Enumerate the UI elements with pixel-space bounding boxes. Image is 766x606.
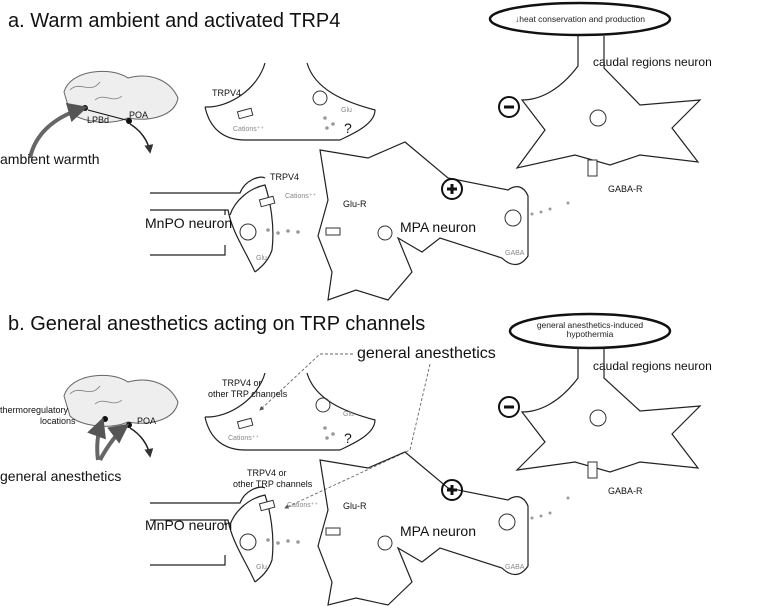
panel-b-plus-sign [441, 479, 463, 501]
panel-b-glu-r: Glu-R [343, 501, 367, 511]
panel-a-cations-top: Cations⁺⁺ [233, 126, 264, 133]
panel-b-question: ? [344, 430, 352, 446]
panel-b-trp-top-2: other TRP channels [208, 389, 288, 399]
panel-b-output-line1: general anesthetics-induced [537, 320, 644, 330]
panel-b-mpa: Glu-R MPA neuron GABA [317, 451, 570, 606]
panel-b-glu-mnpo: Glu [256, 564, 267, 571]
panel-a-top-terminal: TRPV4 Cations⁺⁺ Glu ? [204, 62, 376, 141]
panel-a-plus-sign [441, 178, 463, 200]
panel-b-brain: thermoregulatory locations POA [0, 374, 179, 428]
panel-a-mpa-label: MPA neuron [400, 219, 476, 235]
panel-b-output-line2: hypothermia [567, 329, 614, 339]
panel-b-mpa-label: MPA neuron [400, 523, 476, 539]
panel-a: a. Warm ambient and activated TRP4 ↓heat… [0, 1, 712, 301]
panel-a-question: ? [344, 120, 352, 136]
panel-b-title: b. General anesthetics acting on TRP cha… [8, 313, 425, 335]
panel-a-caudal-label: caudal regions neuron [593, 55, 712, 69]
panel-b-general-anesthetics-label: general anesthetics [357, 345, 496, 362]
panel-a-warmth-arrow [28, 102, 88, 159]
panel-b-glu-top: Glu [343, 411, 354, 418]
panel-b-minus-sign [498, 396, 520, 418]
panel-a-glu-mnpo: Glu [256, 255, 267, 262]
panel-b-cations-mnpo: Cations⁺⁺ [287, 502, 318, 509]
panel-b-caudal: GABA-R [498, 348, 702, 496]
panel-a-minus-sign [498, 96, 520, 118]
panel-a-mnpo-label: MnPO neuron [145, 215, 232, 231]
panel-b-mnpo: TRPV4 or other TRP channels Cations⁺⁺ Gl… [145, 468, 318, 583]
panel-b-output-box [508, 312, 672, 350]
panel-b-cations-top: Cations⁺⁺ [228, 435, 259, 442]
panel-a-trpv4-mnpo: TRPV4 [270, 172, 299, 182]
panel-b-trp-mnpo-2: other TRP channels [233, 479, 313, 489]
panel-a-poa-arrow [129, 123, 154, 154]
panel-a-gaba-r: GABA-R [608, 184, 643, 194]
panel-a-brain-poa: POA [129, 110, 148, 120]
panel-a-brain-lpbd: LPBd [87, 115, 109, 125]
panel-b-brain-poa: POA [137, 416, 156, 426]
panel-b: b. General anesthetics acting on TRP cha… [0, 312, 712, 606]
panel-b-top-terminal: TRPV4 or other TRP channels Cations⁺⁺ Gl… [204, 372, 376, 451]
panel-a-caudal: GABA-R [498, 36, 702, 194]
panel-a-mpa: Glu-R MPA neuron GABA [317, 141, 570, 301]
panel-a-gaba: GABA [505, 250, 525, 257]
panel-a-stimulus: ambient warmth [0, 151, 100, 167]
panel-b-gaba: GABA [505, 564, 525, 571]
panel-b-gaba-r: GABA-R [608, 486, 643, 496]
panel-b-trp-top-1: TRPV4 or [222, 378, 262, 388]
panel-b-mnpo-label: MnPO neuron [145, 517, 232, 533]
panel-a-output-box [488, 1, 672, 37]
panel-b-brain-locations: locations [40, 416, 76, 426]
panel-b-caudal-label: caudal regions neuron [593, 359, 712, 373]
panel-a-brain: LPBd POA [63, 70, 179, 125]
panel-b-stimulus: general anesthetics [0, 468, 121, 484]
panel-b-brain-thermo: thermoregulatory [0, 405, 69, 415]
panel-a-cations-mnpo: Cations⁺⁺ [285, 193, 316, 200]
panel-a-glu-top: Glu [341, 107, 352, 114]
panel-a-title: a. Warm ambient and activated TRP4 [8, 10, 340, 32]
panel-a-mnpo: TRPV4 Cations⁺⁺ Glu MnPO neuron [145, 172, 316, 273]
panel-a-trpv4-top: TRPV4 [212, 88, 241, 98]
panel-b-trp-mnpo-1: TRPV4 or [247, 468, 287, 478]
panel-a-glu-r: Glu-R [343, 199, 367, 209]
panel-a-output-text: ↓heat conservation and production [515, 14, 645, 24]
